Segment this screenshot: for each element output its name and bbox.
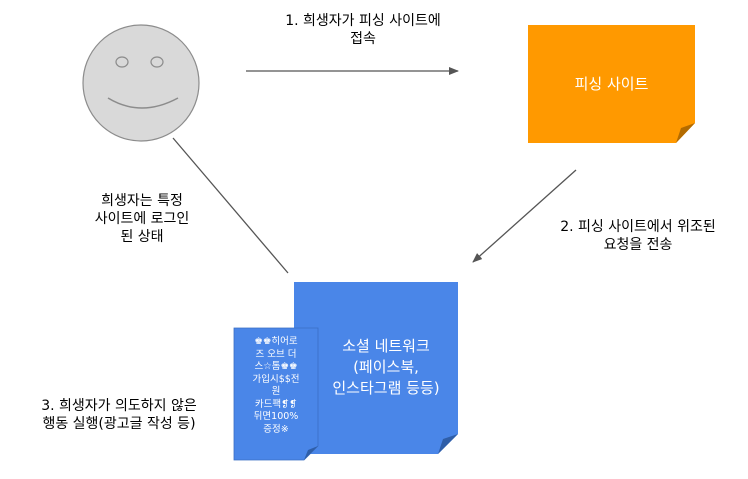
step2-label: 2. 피싱 사이트에서 위조된 요청을 전송 [536,218,740,254]
victim-smiley-icon [82,24,200,142]
spam-post-line: 원 [271,386,281,397]
social-network-label-line1: 소셜 네트워크 [342,337,430,355]
spam-post-line: 증정※ [263,423,289,435]
step3-label-line2: 행동 실행(광고글 작성 등) [42,416,196,432]
spam-post-box [233,327,319,461]
spam-post-line: ♚♚히어로 [254,336,298,347]
logged-in-label-line3: 된 상태 [120,229,164,245]
logged-in-label-line1: 희생자는 특정 [101,193,183,209]
social-network-label-line3: 인스타그램 등등) [332,379,440,397]
spam-post-text: ♚♚히어로 즈 오브 더 스☆톰♚♚ 가입시$$전 원 카드팩❡❡ 뒤면100%… [236,336,316,436]
spam-post-line: 뒤면100% [253,411,299,422]
spam-post-line: 즈 오브 더 [255,348,297,360]
step1-label-line1: 1. 희생자가 피싱 사이트에 [285,13,441,29]
social-network-label-line2: (페이스북, [353,358,419,376]
step3-label-line1: 3. 희생자가 의도하지 않은 [41,398,197,414]
step1-label-line2: 접속 [350,31,376,47]
step1-label: 1. 희생자가 피싱 사이트에 접속 [258,12,468,48]
spam-post-line: 카드팩❡❡ [254,398,298,410]
spam-post-line: 가입시$$전 [252,373,300,385]
line-logged-in [172,137,289,274]
spam-post-line: 스☆톰♚♚ [254,361,298,372]
social-network-label: 소셜 네트워크 (페이스북, 인스타그램 등등) [316,336,456,399]
phishing-site-label: 피싱 사이트 [574,75,649,93]
logged-in-label-line2: 사이트에 로그인 [94,211,190,227]
arrow-step2 [472,169,577,263]
step3-label: 3. 희생자가 의도하지 않은 행동 실행(광고글 작성 등) [14,397,224,433]
logged-in-label: 희생자는 특정 사이트에 로그인 된 상태 [82,192,202,246]
step2-label-line2: 요청을 전송 [603,237,673,253]
step2-label-line1: 2. 피싱 사이트에서 위조된 [560,219,716,235]
phishing-site-box [528,25,695,143]
social-network-box [294,282,458,454]
